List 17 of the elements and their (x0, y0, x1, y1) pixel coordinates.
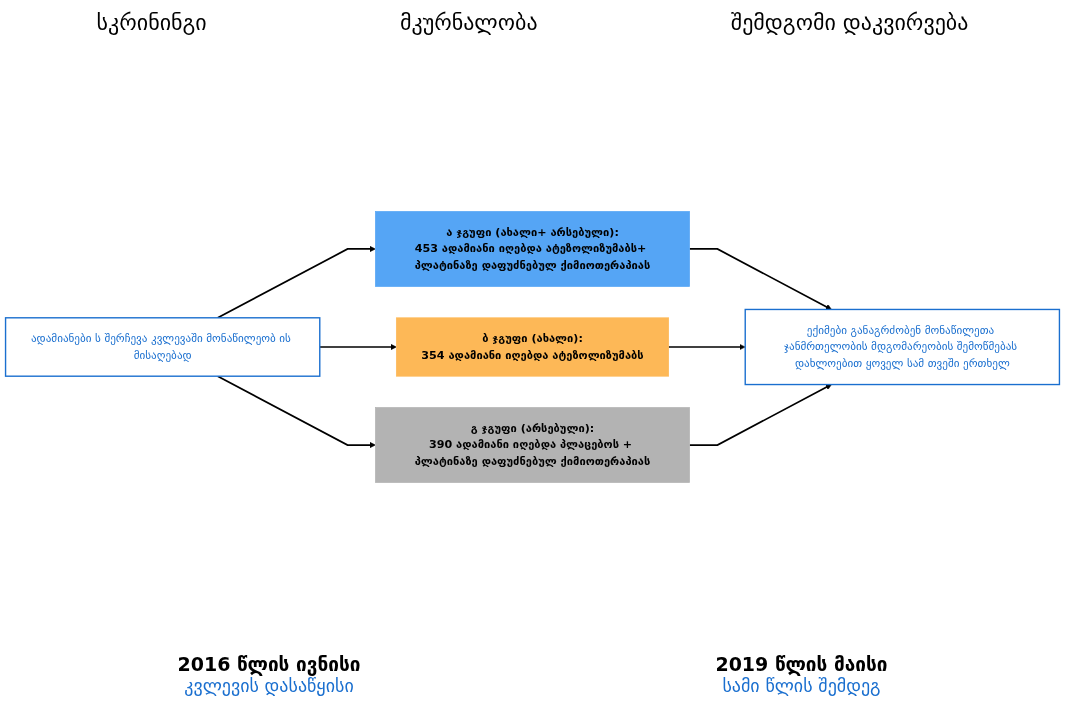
milestone-note: კვლევის დასაწყისი (184, 675, 354, 696)
node-box: ა ჯგუფი (ახალი+ არსებული): 453 ადამიანი იღებდა ატეზოლიზუმაბს+ პლატინაზე დაფუძნებულ ქიმიოთერაპიას (375, 211, 690, 287)
arrow (216, 245, 376, 319)
arrow (667, 343, 746, 351)
arrow (688, 248, 832, 310)
node-box: ექიმები განაგრძობენ მონაწილეთა ჯანმრთელობის მდგომარეობის შემოწმებას დახლოებით ყოველ სამ თვეში ერთხელ (744, 308, 1061, 386)
column-heading: შემდგომი დაკვირვება (730, 9, 969, 37)
milestone-note: სამი წლის შემდეგ (722, 675, 881, 696)
arrow (688, 384, 832, 446)
node-box: ადამიანები ს შერჩევა კვლევაში მონაწილეობ ის მისაღებად (4, 317, 321, 377)
node-box: გ ჯგუფი (არსებული): 390 ადამიანი იღებდა პლაცებოს + პლატინაზე დაფუძნებულ ქიმიოთერაპიას (375, 407, 690, 483)
node-box: ბ ჯგუფი (ახალი): 354 ადამიანი იღებდა ატეზოლიზუმაბს (396, 317, 669, 377)
date-label: 2019 წლის მაისი (715, 653, 888, 675)
column-heading: სკრინინგი (96, 9, 207, 37)
column-heading: მკურნალობა (399, 9, 538, 37)
arrow (216, 375, 376, 449)
date-label: 2016 წლის ივნისი (177, 653, 361, 675)
